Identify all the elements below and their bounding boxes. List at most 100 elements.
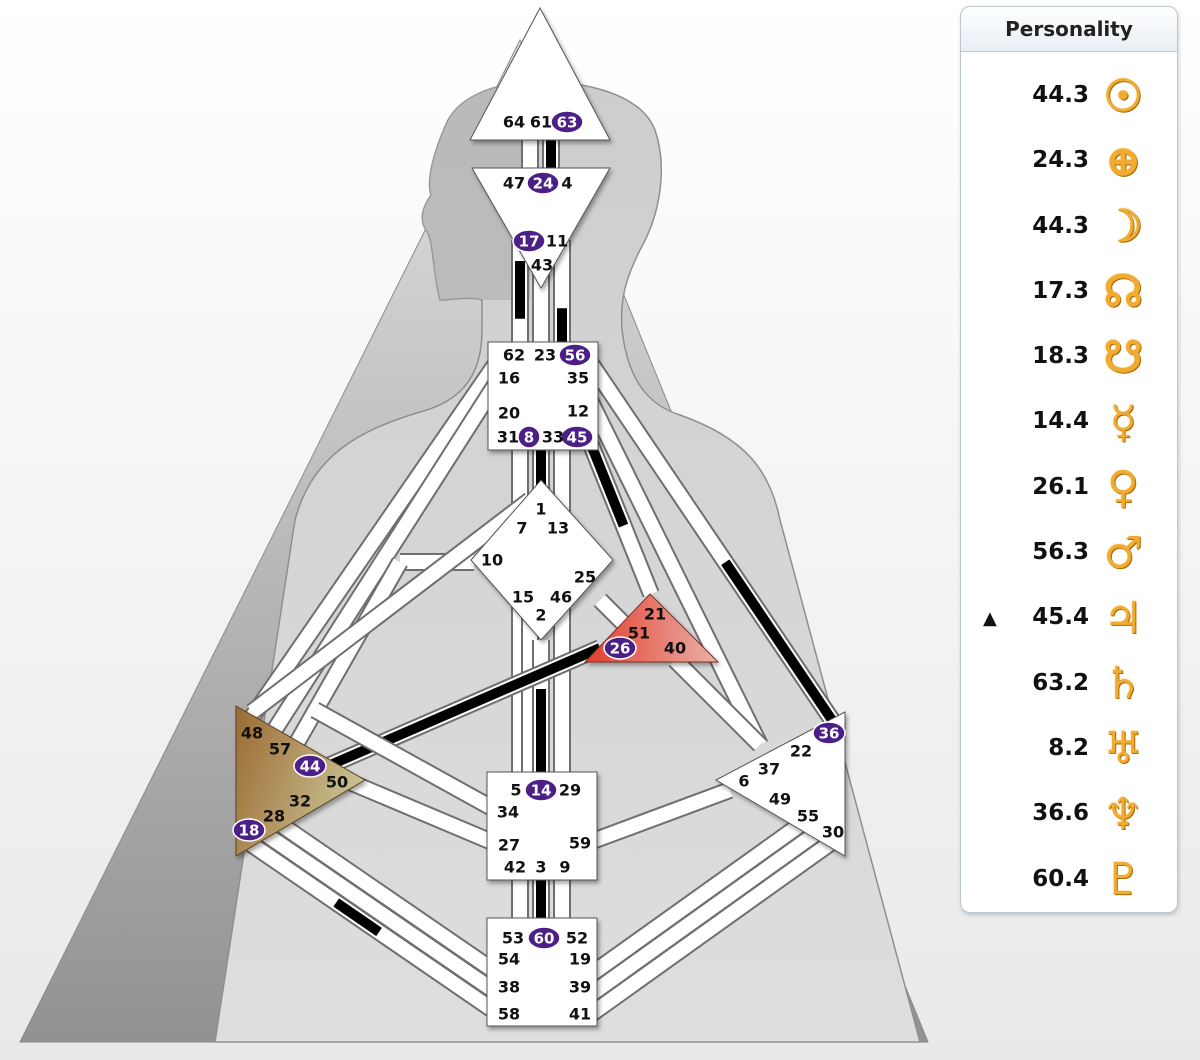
- gate-29[interactable]: 29: [559, 781, 581, 800]
- planet-row-south-node[interactable]: 18.3 ☋: [961, 327, 1177, 392]
- gate-58[interactable]: 58: [498, 1005, 520, 1024]
- gate-21[interactable]: 21: [644, 605, 666, 624]
- gate-54[interactable]: 54: [498, 950, 520, 969]
- gate-55[interactable]: 55: [797, 807, 819, 826]
- gate-11[interactable]: 11: [546, 232, 568, 251]
- planet-gate-line-value: 56.3: [1032, 539, 1089, 565]
- venus-icon: ♀: [1097, 460, 1149, 516]
- gate-19[interactable]: 19: [569, 950, 591, 969]
- gate-49[interactable]: 49: [769, 790, 791, 809]
- gate-63[interactable]: 63: [557, 114, 578, 132]
- gate-22[interactable]: 22: [790, 742, 812, 761]
- gate-42[interactable]: 42: [504, 858, 526, 877]
- gate-32[interactable]: 32: [289, 792, 311, 811]
- planet-row-pluto[interactable]: 60.4 ♇: [961, 850, 1177, 915]
- planet-row-jupiter[interactable]: ▲45.4♃: [961, 588, 1177, 653]
- gate-48[interactable]: 48: [241, 724, 263, 743]
- planet-gate-line-value: 24.3: [1032, 147, 1089, 173]
- gate-35[interactable]: 35: [567, 369, 589, 388]
- planet-row-north-node[interactable]: 17.3☊: [961, 262, 1177, 327]
- gate-2[interactable]: 2: [535, 606, 546, 625]
- gate-62[interactable]: 62: [503, 346, 525, 365]
- gate-26[interactable]: 26: [610, 640, 631, 658]
- gate-6[interactable]: 6: [738, 772, 749, 791]
- gate-14[interactable]: 14: [531, 782, 552, 800]
- gate-10[interactable]: 10: [481, 551, 503, 570]
- gate-57[interactable]: 57: [269, 740, 291, 759]
- gate-12[interactable]: 12: [567, 402, 589, 421]
- gate-20[interactable]: 20: [498, 404, 520, 423]
- sun-icon: ☉: [1097, 68, 1149, 124]
- gate-52[interactable]: 52: [566, 929, 588, 948]
- gate-33[interactable]: 33: [542, 428, 564, 447]
- gate-46[interactable]: 46: [550, 588, 572, 607]
- planet-gate-line-value: 60.4: [1032, 866, 1089, 892]
- planet-row-neptune[interactable]: 36.6♆: [961, 784, 1177, 849]
- gate-28[interactable]: 28: [263, 807, 285, 826]
- gate-50[interactable]: 50: [326, 773, 348, 792]
- planet-row-uranus[interactable]: 8.2♅: [961, 719, 1177, 784]
- gate-17[interactable]: 17: [519, 233, 540, 251]
- gate-3[interactable]: 3: [535, 858, 546, 877]
- planet-row-sun[interactable]: 44.3 ☉: [961, 66, 1177, 131]
- north-node-icon: ☊: [1097, 264, 1149, 320]
- gate-9[interactable]: 9: [559, 858, 570, 877]
- gate-56[interactable]: 56: [565, 347, 586, 365]
- gate-39[interactable]: 39: [569, 978, 591, 997]
- gate-59[interactable]: 59: [569, 834, 591, 853]
- gate-25[interactable]: 25: [574, 568, 596, 587]
- gate-51[interactable]: 51: [628, 624, 650, 643]
- gate-16[interactable]: 16: [498, 369, 520, 388]
- planet-gate-line-value: 14.4: [1032, 408, 1089, 434]
- gate-30[interactable]: 30: [822, 823, 844, 842]
- gate-5[interactable]: 5: [510, 781, 521, 800]
- gate-45[interactable]: 45: [567, 429, 588, 447]
- saturn-icon: ♄: [1097, 656, 1149, 712]
- gate-8[interactable]: 8: [524, 429, 534, 447]
- planet-row-mars[interactable]: 56.3♂: [961, 523, 1177, 588]
- bodygraph-chart: 6461634724417114362235616352012318334517…: [0, 0, 950, 1060]
- planet-gate-line-value: 63.2: [1032, 670, 1089, 696]
- gate-1[interactable]: 1: [535, 500, 546, 519]
- planet-gate-line-value: 26.1: [1032, 474, 1089, 500]
- gate-18[interactable]: 18: [239, 822, 260, 840]
- planet-row-moon[interactable]: 44.3 ☽: [961, 197, 1177, 262]
- planet-gate-line-value: 18.3: [1032, 343, 1089, 369]
- personality-panel: Personality 44.3☉24.3⊕44.3☽17.3☊18.3☋14.…: [960, 6, 1178, 913]
- gate-64[interactable]: 64: [503, 113, 525, 132]
- gate-36[interactable]: 36: [819, 725, 840, 743]
- gate-37[interactable]: 37: [758, 760, 780, 779]
- gate-40[interactable]: 40: [664, 639, 686, 658]
- neptune-icon: ♆: [1097, 786, 1149, 842]
- planet-gate-line-value: 8.2: [1048, 735, 1089, 761]
- gate-23[interactable]: 23: [534, 346, 556, 365]
- gate-41[interactable]: 41: [569, 1005, 591, 1024]
- planet-row-venus[interactable]: 26.1 ♀: [961, 458, 1177, 523]
- gate-7[interactable]: 7: [516, 519, 527, 538]
- planet-row-saturn[interactable]: 63.2 ♄: [961, 654, 1177, 719]
- gate-43[interactable]: 43: [531, 256, 553, 275]
- planet-row-mercury[interactable]: 14.4 ☿: [961, 392, 1177, 457]
- gate-13[interactable]: 13: [547, 519, 569, 538]
- gate-24[interactable]: 24: [533, 175, 554, 193]
- pluto-icon: ♇: [1097, 852, 1149, 908]
- south-node-icon: ☋: [1097, 329, 1149, 385]
- earth-icon: ⊕: [1097, 133, 1149, 189]
- gate-27[interactable]: 27: [498, 836, 520, 855]
- gate-47[interactable]: 47: [503, 174, 525, 193]
- gate-60[interactable]: 60: [534, 930, 555, 948]
- gate-38[interactable]: 38: [498, 978, 520, 997]
- gate-31[interactable]: 31: [497, 428, 519, 447]
- planet-list: 44.3 ☉ 24.3 ⊕ 44.3 ☽ 17.3☊ 18.3 ☋ 14.4 ☿ 26.1 ♀ 56.3♂…: [961, 52, 1177, 915]
- gate-61[interactable]: 61: [530, 113, 552, 132]
- planet-gate-line-value: 44.3: [1032, 213, 1089, 239]
- gate-53[interactable]: 53: [502, 929, 524, 948]
- planet-gate-line-value: 44.3: [1032, 82, 1089, 108]
- planet-row-earth[interactable]: 24.3 ⊕: [961, 131, 1177, 196]
- gate-15[interactable]: 15: [512, 588, 534, 607]
- mercury-icon: ☿: [1097, 394, 1149, 450]
- moon-icon: ☽: [1097, 199, 1149, 255]
- gate-34[interactable]: 34: [497, 803, 519, 822]
- gate-4[interactable]: 4: [561, 174, 572, 193]
- gate-44[interactable]: 44: [300, 758, 321, 776]
